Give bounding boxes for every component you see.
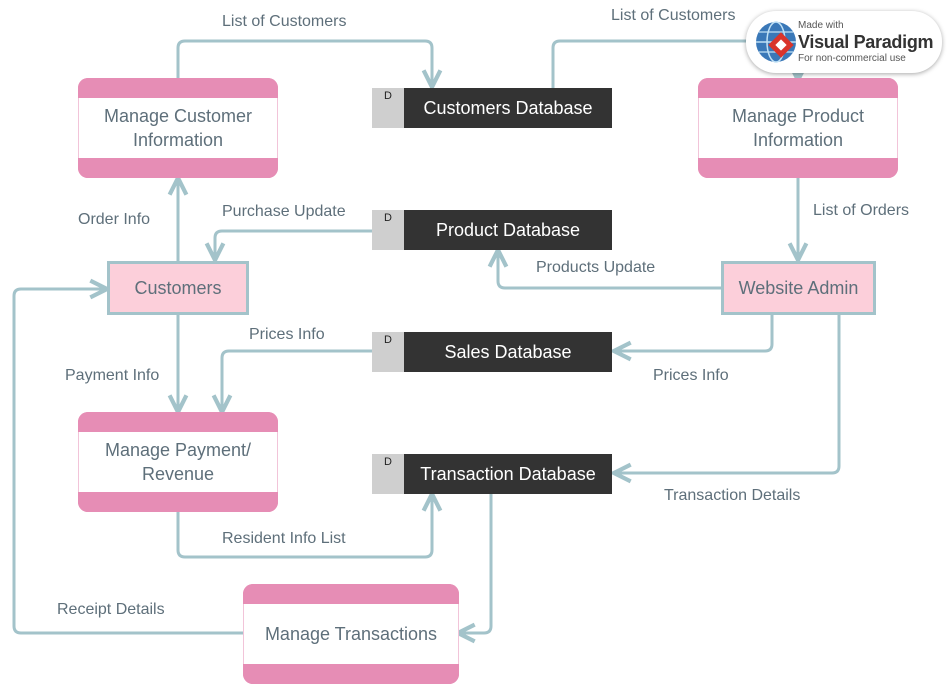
- flow-products-update: [498, 252, 722, 290]
- flow-label-resident-info-list: Resident Info List: [222, 530, 346, 547]
- store-name: Transaction Database: [404, 454, 612, 494]
- process-top-band: [78, 412, 278, 432]
- process-label: Manage Payment/ Revenue: [104, 440, 252, 484]
- visual-paradigm-logo-icon: [756, 21, 796, 63]
- entity-label: Customers: [134, 277, 222, 298]
- store-product-database[interactable]: D Product Database: [372, 210, 612, 250]
- flow-receipt-details: [12, 289, 243, 635]
- process-label: Manage Customer Information: [103, 106, 253, 150]
- process-label: Manage Product Information: [731, 106, 865, 150]
- flow-label-list-of-customers: List of Customers: [611, 7, 736, 24]
- flow-purchase-update: [215, 229, 372, 258]
- flow-label-list-of-customers: List of Customers: [222, 13, 347, 30]
- store-transaction-database[interactable]: D Transaction Database: [372, 454, 612, 494]
- process-label: Manage Transactions: [264, 624, 438, 644]
- flow-label-products-update: Products Update: [536, 259, 656, 276]
- store-name: Customers Database: [404, 88, 612, 128]
- flow-transaction-to-manage: [460, 494, 493, 633]
- flow-label-list-of-orders: List of Orders: [813, 202, 910, 219]
- process-manage-transactions[interactable]: Manage Transactions: [243, 584, 459, 684]
- flow-transaction-details: [616, 314, 841, 473]
- flow-resident-info-list: [176, 496, 432, 559]
- store-customers-database[interactable]: D Customers Database: [372, 88, 612, 128]
- flow-label-prices-info: Prices Info: [249, 326, 325, 343]
- store-id: D: [372, 454, 404, 494]
- flow-label-receipt-details: Receipt Details: [57, 601, 165, 618]
- flow-label-prices-info: Prices Info: [653, 367, 729, 384]
- process-top-band: [698, 78, 898, 98]
- entity-label: Website Admin: [738, 277, 859, 298]
- entity-customers[interactable]: Customers: [107, 261, 249, 315]
- watermark-line2: Visual Paradigm: [798, 32, 934, 52]
- flow-label-order-info: Order Info: [78, 211, 151, 228]
- process-manage-customer-information[interactable]: Manage Customer Information: [78, 78, 278, 178]
- store-id: D: [372, 332, 404, 372]
- store-id: D: [372, 210, 404, 250]
- flow-prices-info-left: [222, 349, 372, 410]
- store-name: Product Database: [404, 210, 612, 250]
- flow-list-customers-left: [176, 39, 432, 85]
- process-manage-payment-revenue[interactable]: Manage Payment/ Revenue: [78, 412, 278, 512]
- store-id: D: [372, 88, 404, 128]
- watermark-line1: Made with: [798, 20, 844, 31]
- process-manage-product-information[interactable]: Manage Product Information: [698, 78, 898, 178]
- flow-label-purchase-update: Purchase Update: [222, 203, 346, 220]
- process-bottom-band: [243, 664, 459, 684]
- store-sales-database[interactable]: D Sales Database: [372, 332, 612, 372]
- store-name: Sales Database: [404, 332, 612, 372]
- process-top-band: [78, 78, 278, 98]
- process-bottom-band: [78, 492, 278, 512]
- entity-website-admin[interactable]: Website Admin: [721, 261, 876, 315]
- flow-prices-info-right: [616, 314, 774, 351]
- visual-paradigm-watermark: Made with Visual Paradigm For non-commer…: [746, 11, 942, 73]
- watermark-line3: For non-commercial use: [798, 53, 906, 64]
- flow-label-transaction-details: Transaction Details: [664, 487, 801, 504]
- process-bottom-band: [78, 158, 278, 178]
- process-bottom-band: [698, 158, 898, 178]
- flow-label-payment-info: Payment Info: [65, 367, 160, 384]
- process-top-band: [243, 584, 459, 604]
